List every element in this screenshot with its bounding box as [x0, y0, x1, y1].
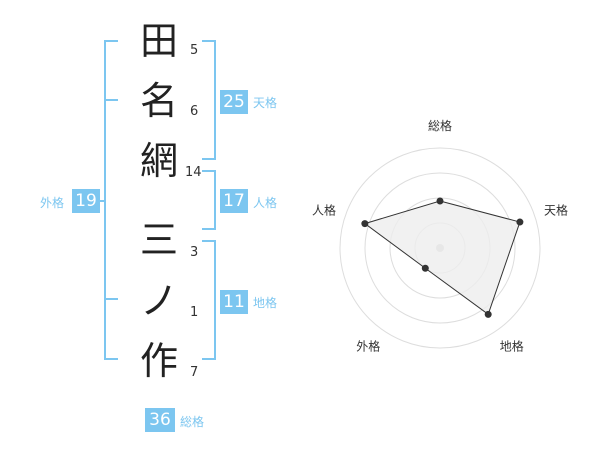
- radar-ring-3: [364, 172, 516, 324]
- chikaku-badge: 11: [220, 290, 248, 314]
- radar-point-5: [361, 220, 369, 228]
- radar-point-3: [484, 310, 492, 318]
- radar-ring-4: [339, 147, 541, 349]
- gaikaku-badge: 19: [72, 189, 100, 213]
- gaikaku-label: 外格: [40, 196, 65, 210]
- name-char-4: 三: [139, 218, 178, 262]
- radar-point-2: [516, 218, 524, 226]
- stroke-count-4: 3: [190, 245, 199, 260]
- stroke-count-6: 7: [190, 365, 199, 380]
- name-char-5: ノ: [139, 279, 178, 323]
- stroke-count-5: 1: [190, 305, 199, 320]
- soukaku-badge: 36: [145, 408, 175, 432]
- tenkaku-badge: 25: [220, 90, 248, 114]
- radar-axis-label-5: 人格: [312, 202, 336, 217]
- jinkaku-label: 人格: [253, 196, 278, 210]
- stroke-count-3: 14: [185, 165, 202, 180]
- name-char-3: 網: [139, 139, 178, 183]
- radar-axis-label-1: 総格: [428, 118, 452, 133]
- name-char-6: 作: [139, 339, 178, 383]
- radar-polygon: [363, 200, 521, 316]
- stroke-count-1: 5: [190, 43, 199, 58]
- chikaku-label: 地格: [253, 296, 278, 310]
- name-char-1: 田: [139, 19, 178, 63]
- tenkaku-label: 天格: [253, 96, 278, 110]
- name-char-2: 名: [139, 79, 178, 123]
- radar-point-4: [421, 264, 429, 272]
- radar-point-1: [436, 197, 444, 205]
- radar-axis-label-4: 外格: [356, 339, 380, 354]
- radar-axis-label-2: 天格: [544, 202, 568, 217]
- jinkaku-badge: 17: [220, 189, 248, 213]
- radar-axis-label-3: 地格: [500, 339, 524, 354]
- stroke-count-2: 6: [190, 104, 199, 119]
- soukaku-label: 総格: [180, 415, 205, 429]
